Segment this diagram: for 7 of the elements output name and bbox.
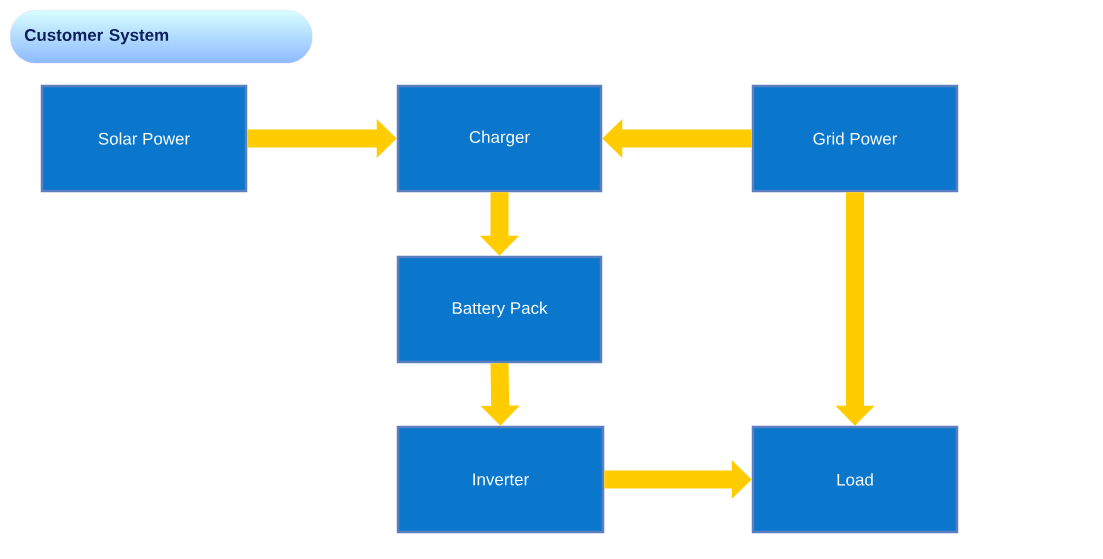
process-box: Solar Power [40,84,248,193]
title-pill: Customer System [10,10,313,64]
process-box: Charger [396,84,603,193]
process-box: Grid Power [751,84,959,193]
process-box: Inverter [396,425,605,534]
process-box: Battery Pack [396,255,603,364]
process-box: Load [751,425,959,534]
